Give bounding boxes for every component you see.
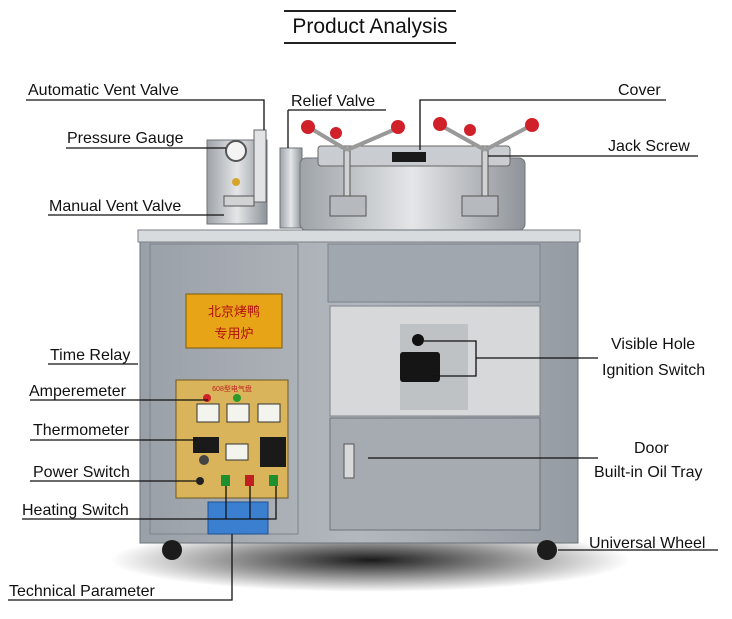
handle-arm-l1 xyxy=(308,126,349,152)
knob-l3 xyxy=(391,120,405,134)
handle-arm-r1 xyxy=(439,123,486,152)
thermometer-display xyxy=(260,437,286,467)
panel-header: 608型电气盘 xyxy=(212,384,252,393)
leader-lines xyxy=(8,99,718,601)
manual-vent-pipe xyxy=(223,195,255,207)
knob-r1 xyxy=(433,117,447,131)
sign-line2: 专用炉 xyxy=(214,326,253,341)
relay-knob xyxy=(199,455,209,465)
label-manual-vent-valve: Manual Vent Valve xyxy=(49,198,182,215)
time-relay-display xyxy=(193,437,219,453)
label-time-relay: Time Relay xyxy=(50,347,131,364)
label-built-in-oil-tray: Built-in Oil Tray xyxy=(594,464,703,481)
knob-l2 xyxy=(330,127,342,139)
leader-cover xyxy=(419,99,666,150)
voltmeter-dial xyxy=(226,403,250,423)
oil-tray-door xyxy=(329,417,541,531)
indicator-light-1 xyxy=(203,394,211,402)
knob-l1 xyxy=(301,120,315,134)
heating-switch-3 xyxy=(269,475,278,486)
label-pressure-gauge: Pressure Gauge xyxy=(67,130,184,147)
floor-shadow xyxy=(110,528,630,592)
ammeter-small xyxy=(225,443,249,461)
label-visible-hole: Visible Hole xyxy=(611,336,696,353)
door-handle xyxy=(343,443,355,479)
power-switch-knob xyxy=(196,477,204,485)
label-relief-valve: Relief Valve xyxy=(291,93,376,110)
label-universal-wheel: Universal Wheel xyxy=(589,535,706,552)
label-jack-screw: Jack Screw xyxy=(608,138,690,155)
meter-dial-3 xyxy=(257,403,281,423)
label-amperemeter: Amperemeter xyxy=(29,383,126,400)
chinese-sign xyxy=(185,293,283,349)
wheel-left xyxy=(162,540,182,560)
tech-parameter-plate xyxy=(207,501,269,535)
handle-arm-l2 xyxy=(346,126,399,152)
amperemeter-dial xyxy=(196,403,220,423)
relief-valve-column xyxy=(279,147,303,229)
leader-heating-switch xyxy=(22,486,277,520)
handle-arm-r2 xyxy=(484,124,531,152)
wheel-right xyxy=(537,540,557,560)
leader-automatic-vent-valve xyxy=(26,99,265,130)
page-title: Product Analysis xyxy=(284,10,456,44)
sign-line1: 北京烤鸭 xyxy=(208,304,260,319)
label-automatic-vent-valve: Automatic Vent Valve xyxy=(28,82,179,99)
label-power-switch: Power Switch xyxy=(33,464,130,481)
leader-technical-parameter xyxy=(8,534,233,601)
knob-r2 xyxy=(464,124,476,136)
label-ignition-switch: Ignition Switch xyxy=(602,362,706,379)
jack-base-right xyxy=(461,195,499,217)
top-plate xyxy=(137,229,581,243)
label-technical-parameter: Technical Parameter xyxy=(9,583,155,600)
label-thermometer: Thermometer xyxy=(33,422,130,439)
label-door: Door xyxy=(634,440,669,457)
knob-r3 xyxy=(525,118,539,132)
pot-body xyxy=(299,157,526,231)
brass-fitting xyxy=(232,178,240,186)
heating-switch-2 xyxy=(245,475,254,486)
jack-base-left xyxy=(329,195,367,217)
right-section xyxy=(327,243,541,303)
heating-switch-1 xyxy=(221,475,230,486)
vent-valve-body xyxy=(253,129,267,203)
visible-hole xyxy=(412,334,424,346)
label-heating-switch: Heating Switch xyxy=(22,502,129,519)
ignition-switch xyxy=(400,352,440,382)
pressure-gauge xyxy=(225,140,247,162)
cover-handle xyxy=(392,152,426,162)
label-cover: Cover xyxy=(618,82,661,99)
indicator-light-2 xyxy=(233,394,241,402)
